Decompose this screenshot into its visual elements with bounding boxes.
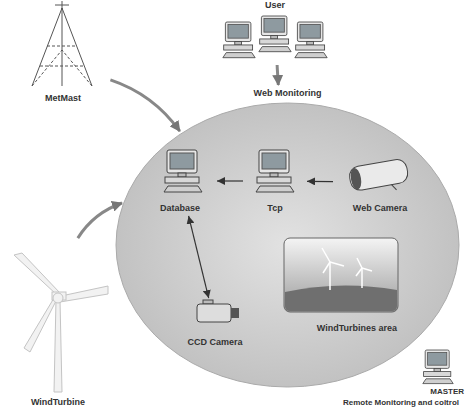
- tcp-computer: [256, 150, 294, 192]
- user-node: User: [215, 0, 335, 62]
- node-label: MASTER: [430, 386, 464, 397]
- node-label: MetMast: [45, 93, 81, 104]
- mast-brace: [40, 66, 84, 67]
- turbine-tower: [54, 300, 62, 392]
- mast-leg: [32, 8, 62, 86]
- tcp-node: Tcp: [245, 148, 305, 214]
- wind-farm-photo: [284, 238, 398, 312]
- connector-arrow: [110, 80, 179, 131]
- region-outline: [116, 103, 459, 387]
- node-label: WindTurbines area: [317, 323, 397, 334]
- ccd-camera-node: CCD Camera: [175, 300, 255, 348]
- small-turbine: [322, 248, 330, 262]
- small-turbine: [329, 262, 331, 290]
- met-mast-node: MetMast: [18, 0, 108, 104]
- turbine-blade: [24, 298, 56, 352]
- database-computer: [164, 150, 202, 192]
- web-camera-node: Web Camera: [335, 150, 425, 214]
- mast-antenna: [62, 1, 63, 9]
- small-turbine: [323, 262, 330, 273]
- met-mast-tower: [32, 1, 92, 86]
- region-ellipse: [115, 88, 460, 388]
- turbine-blade: [14, 253, 60, 295]
- small-turbine: [361, 268, 363, 288]
- database-node: Database: [145, 148, 215, 214]
- node-label: User: [265, 0, 285, 11]
- photo-turbines: [322, 248, 372, 290]
- mast-leg: [62, 8, 63, 86]
- mast-leg: [62, 8, 92, 86]
- connector-arrow: [78, 203, 122, 238]
- node-label: WindTurbine: [31, 397, 85, 408]
- system-ellipse: Web MonitoringDatabase Tcp Web CameraCCD C…: [115, 88, 460, 388]
- camera-body: [197, 304, 231, 322]
- mast-brace: [62, 50, 92, 86]
- connector-arrow: [217, 180, 243, 181]
- small-turbine: [357, 258, 362, 268]
- user-computer: [223, 22, 255, 58]
- user-computer: [259, 16, 291, 52]
- user-computer: [295, 22, 327, 58]
- photo-frame: [284, 238, 398, 312]
- master-node: MASTERRemote Monitoring and coltrol: [338, 348, 464, 408]
- mast-brace: [32, 50, 62, 86]
- camera-top: [203, 300, 213, 304]
- node-label: Database: [160, 203, 200, 214]
- camera-lens: [231, 308, 239, 318]
- wind-farm-node: WindTurbines area: [282, 236, 432, 334]
- wind-turbine-drawing: [14, 253, 108, 392]
- node-label: Web Camera: [353, 203, 407, 214]
- wind-turbine-node: WindTurbine: [0, 240, 116, 408]
- node-label: CCD Camera: [187, 337, 242, 348]
- small-turbine: [330, 262, 344, 266]
- mast-brace: [47, 46, 77, 47]
- small-turbine: [362, 268, 372, 271]
- node-label: Tcp: [267, 203, 282, 214]
- small-turbine: [356, 268, 362, 276]
- turbine-hub: [53, 293, 63, 303]
- node-sublabel: Remote Monitoring and coltrol: [343, 397, 459, 408]
- connector-arrow: [277, 65, 278, 85]
- turbine-blade: [60, 286, 108, 302]
- photo-ground: [285, 285, 397, 311]
- node-label: Web Monitoring: [254, 88, 322, 99]
- master-computer: [423, 350, 453, 384]
